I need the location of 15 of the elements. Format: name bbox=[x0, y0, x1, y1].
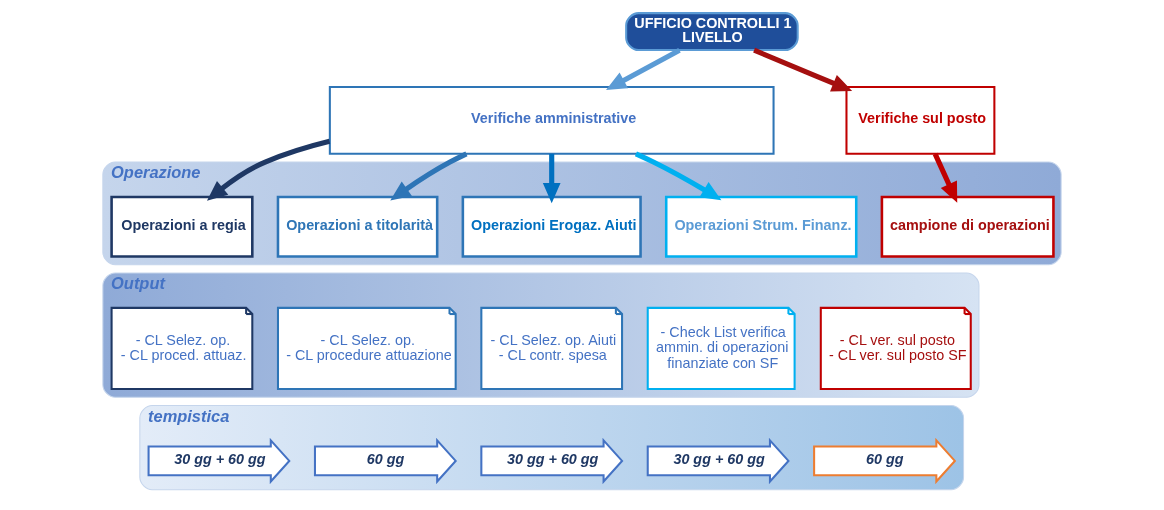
node-box: Operazioni Strum. Finanz. bbox=[664, 195, 858, 258]
node-box: Verifiche sul posto bbox=[845, 85, 996, 155]
arrow bbox=[206, 138, 331, 201]
arrow bbox=[932, 152, 958, 203]
arrow bbox=[634, 151, 722, 200]
node-box: Operazioni a regia bbox=[110, 195, 254, 258]
node-box: campione di operazioni bbox=[880, 195, 1055, 258]
arrow bbox=[606, 47, 681, 90]
node-box: UFFICIO CONTROLLI 1 LIVELLO bbox=[625, 11, 799, 51]
node-box: Operazioni a titolarità bbox=[276, 195, 439, 258]
arrow bbox=[390, 151, 468, 200]
node-box: Verifiche amministrative bbox=[328, 85, 775, 155]
node-box: Operazioni Erogaz. Aiuti bbox=[461, 195, 642, 258]
arrow bbox=[753, 47, 853, 91]
arrow bbox=[542, 153, 561, 203]
